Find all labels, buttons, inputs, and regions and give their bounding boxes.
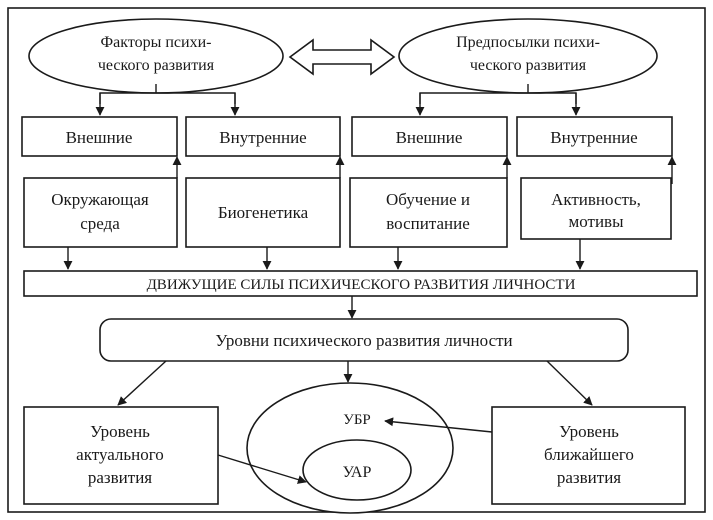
proximal-line-1: Уровень xyxy=(559,422,619,441)
actual-line-2: актуального xyxy=(76,445,164,464)
box-education xyxy=(349,177,508,248)
actual-line-1: Уровень xyxy=(90,422,150,441)
label-prereq-internal: Внутренние xyxy=(550,128,637,147)
uar-ellipse xyxy=(302,439,412,501)
box-environment xyxy=(23,177,178,248)
box-factors-internal xyxy=(185,116,341,157)
ubr-label: УБР xyxy=(343,412,371,428)
uar-label: УАР xyxy=(343,464,372,481)
activity-line-1: Активность, xyxy=(551,190,641,209)
actual-line-3: развития xyxy=(88,468,152,487)
box-activity xyxy=(520,177,672,240)
proximal-line-3: развития xyxy=(557,468,621,487)
biogenetics-line-1: Биогенетика xyxy=(218,203,309,222)
factors-ellipse xyxy=(28,18,284,94)
levels-box xyxy=(99,318,629,362)
proximal-line-2: ближайшего xyxy=(544,445,634,464)
box-actual-level xyxy=(23,406,219,505)
environment-line-2: среда xyxy=(80,214,120,233)
education-line-1: Обучение и xyxy=(386,190,470,209)
education-line-2: воспитание xyxy=(386,214,470,233)
label-factors-external: Внешние xyxy=(66,128,133,147)
box-biogenetics xyxy=(185,177,341,248)
factors-line-1: Факторы психи- xyxy=(101,34,212,51)
double-arrow-icon xyxy=(288,38,396,76)
activity-line-2: мотивы xyxy=(568,212,624,231)
arrow-proximal-to-ubr xyxy=(384,417,493,433)
prerequisites-line-2: ческого развития xyxy=(470,57,587,74)
box-prereq-external xyxy=(351,116,508,157)
label-factors-internal: Внутренние xyxy=(219,128,306,147)
driving-forces-label: ДВИЖУЩИЕ СИЛЫ ПСИХИЧЕСКОГО РАЗВИТИЯ ЛИЧН… xyxy=(147,277,576,293)
prerequisites-ellipse xyxy=(398,18,658,94)
environment-line-1: Окружающая xyxy=(51,190,149,209)
levels-label: Уровни психического развития личности xyxy=(215,331,512,350)
arrow-actual-to-uar xyxy=(217,454,307,484)
box-proximal-level xyxy=(491,406,686,505)
driving-forces-bar xyxy=(23,270,698,297)
arrow-levels-actual xyxy=(117,360,167,406)
arrow-levels-proximal xyxy=(546,360,593,406)
label-prereq-external: Внешние xyxy=(396,128,463,147)
prerequisites-line-1: Предпосылки психи- xyxy=(456,34,600,51)
factors-line-2: ческого развития xyxy=(98,57,215,74)
box-factors-external xyxy=(21,116,178,157)
box-prereq-internal xyxy=(516,116,673,157)
